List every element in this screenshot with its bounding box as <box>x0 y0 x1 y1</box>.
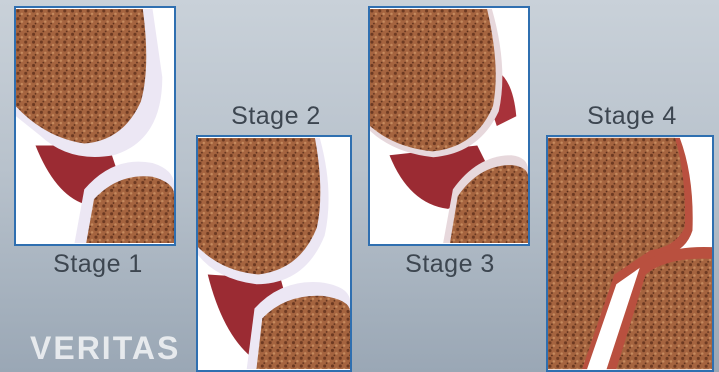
stage-1-panel <box>14 6 176 246</box>
stage-4-panel <box>546 135 714 372</box>
stage-4-joint-illustration <box>548 137 712 370</box>
stage-2-label: Stage 2 <box>186 102 366 131</box>
stage-2-joint-illustration <box>198 137 350 370</box>
stage-3-panel <box>368 6 530 246</box>
stage-3-label: Stage 3 <box>360 250 540 279</box>
stage-4-label: Stage 4 <box>542 102 719 131</box>
stage-3-joint-illustration <box>370 8 528 244</box>
stage-2-panel <box>196 135 352 372</box>
stage-1-label: Stage 1 <box>8 250 188 279</box>
stage-1-joint-illustration <box>16 8 174 244</box>
veritas-watermark-logo: VERITAS <box>30 330 180 367</box>
